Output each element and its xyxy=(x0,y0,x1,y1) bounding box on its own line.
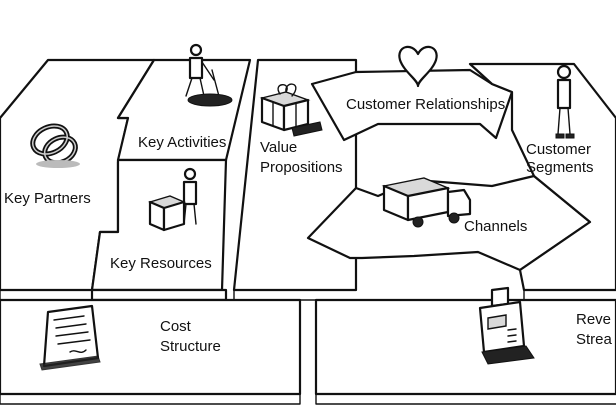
key-resources-block: Key Resources xyxy=(90,158,228,292)
cash-register-icon xyxy=(478,286,535,365)
cost-structure-label-line2: Structure xyxy=(160,338,221,355)
value-propositions-label-line2: Propositions xyxy=(260,159,343,176)
gift-box-icon xyxy=(259,83,323,137)
revenue-streams-block: Reve Strea xyxy=(314,286,616,405)
customer-relationships-label: Customer Relationships xyxy=(346,96,505,113)
standing-person-icon xyxy=(555,64,575,139)
key-resources-label: Key Resources xyxy=(110,255,212,272)
value-propositions-label-line1: Value xyxy=(260,139,297,156)
cost-structure-block: Cost Structure xyxy=(0,298,302,405)
key-partners-label: Key Partners xyxy=(4,190,91,207)
heart-icon xyxy=(398,45,438,88)
delivery-truck-icon xyxy=(381,177,472,228)
customer-segments-label-line2: Segments xyxy=(526,159,594,176)
customer-segments-label-line1: Customer xyxy=(526,141,591,158)
revenue-streams-label-line1: Reve xyxy=(576,311,611,328)
channels-label: Channels xyxy=(464,218,527,235)
person-digging-icon xyxy=(185,43,233,107)
receipt-document-icon xyxy=(39,304,101,371)
interlocked-rings-icon xyxy=(30,123,80,168)
key-activities-label: Key Activities xyxy=(138,134,226,151)
cost-structure-label-line1: Cost xyxy=(160,318,192,335)
revenue-streams-label-line2: Strea xyxy=(576,331,613,348)
customer-segments-block: Customer Segments xyxy=(468,62,616,301)
customer-relationships-block: Customer Relationships xyxy=(310,45,514,142)
key-partners-block: Key Partners xyxy=(0,58,156,301)
person-with-crates-icon xyxy=(147,167,198,232)
channels-block: Channels xyxy=(306,174,592,272)
